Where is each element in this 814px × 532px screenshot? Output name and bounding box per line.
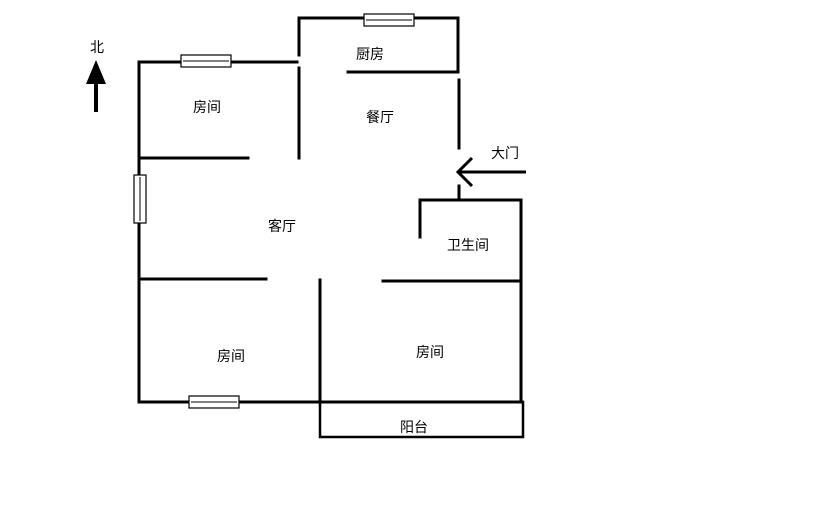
balcony-label: 阳台 bbox=[400, 420, 428, 436]
bathroom-label: 卫生间 bbox=[447, 238, 489, 254]
window-icon bbox=[363, 13, 415, 27]
walls bbox=[137, 16, 524, 404]
entrance-label: 大门 bbox=[491, 146, 519, 162]
room-nw-label: 房间 bbox=[193, 100, 221, 116]
living-label: 客厅 bbox=[268, 218, 296, 235]
window-icon bbox=[188, 395, 240, 409]
kitchen-label: 厨房 bbox=[356, 47, 384, 63]
window-icon bbox=[180, 54, 232, 68]
balcony-outline bbox=[318, 400, 525, 439]
room-sw-label: 房间 bbox=[217, 349, 245, 365]
dining-label: 餐厅 bbox=[366, 110, 394, 126]
north-label: 北 bbox=[90, 40, 104, 56]
entrance-arrow-icon bbox=[455, 156, 526, 188]
window-icon bbox=[133, 174, 147, 224]
room-se-label: 房间 bbox=[416, 345, 444, 361]
north-arrow-icon bbox=[86, 60, 106, 112]
